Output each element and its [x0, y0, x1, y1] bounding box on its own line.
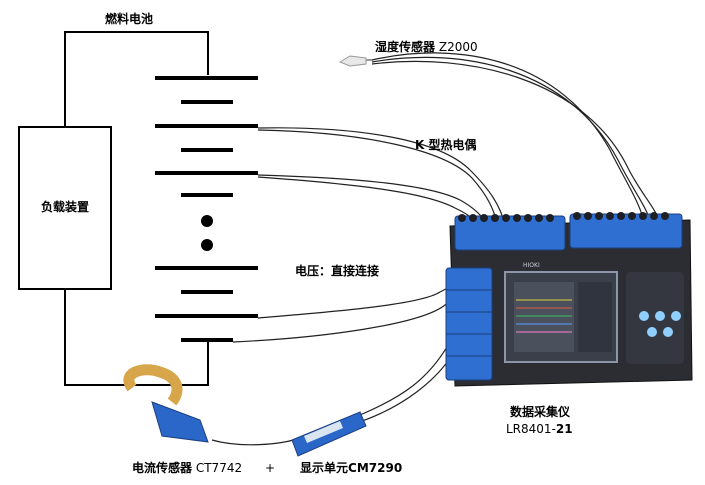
current-sensor-name: 电流传感器 — [132, 461, 193, 475]
humidity-probe-icon — [338, 55, 372, 67]
logger-model-prefix: LR8401- — [506, 422, 556, 436]
ellipsis-dot-top — [201, 215, 213, 227]
current-sensor-label: 电流传感器 CT7742 — [132, 461, 242, 475]
data-logger-model: LR8401-21 — [506, 422, 573, 436]
load-device-label: 负载装置 — [40, 200, 89, 214]
display-unit-model: CM7290 — [348, 461, 403, 475]
data-logger-label: 数据采集仪 — [510, 405, 571, 419]
display-unit-label: 显示单元CM7290 — [300, 461, 402, 475]
plus-sign: + — [265, 461, 276, 475]
device-brand: HIOKI — [523, 262, 540, 269]
clamp-sensor-icon — [123, 364, 209, 443]
circuit-wires — [64, 31, 209, 386]
load-device-box: 负载装置 — [18, 126, 112, 290]
thermocouple-label: K 型热电偶 — [415, 138, 477, 152]
ellipsis-dot-bottom — [201, 239, 213, 251]
data-logger-icon — [445, 212, 693, 387]
fuel-cell-stack — [155, 76, 258, 342]
voltage-label: 电压：直接连接 — [295, 264, 380, 278]
current-sensor-model: CT7742 — [195, 461, 243, 475]
fuel-cell-label: 燃料电池 — [105, 12, 154, 26]
humidity-sensor-model: Z2000 — [438, 40, 478, 54]
humidity-sensor-name: 湿度传感器 — [375, 40, 436, 54]
humidity-sensor-label: 湿度传感器 Z2000 — [375, 40, 478, 54]
display-unit-icon — [291, 411, 367, 457]
logger-model-suffix: 21 — [555, 422, 573, 436]
display-unit-name: 显示单元 — [300, 461, 349, 475]
